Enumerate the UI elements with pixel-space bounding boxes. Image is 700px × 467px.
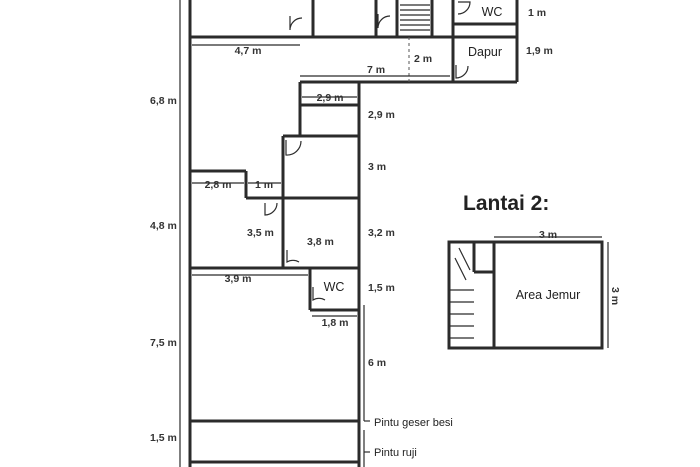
dim-3-9m: 3,9 m [225,273,252,285]
dim-3m: 3 m [368,161,386,173]
floor2-dim-3m-h: 3 m [539,229,557,241]
dim-1m: 1 m [255,179,273,191]
room-label-wc-mid: WC [324,280,345,294]
floor2-title: Lantai 2: [463,192,549,215]
dimension-lines [179,0,450,467]
dim-2-9m-v: 2,9 m [368,109,395,121]
dim-1-5m-v: 1,5 m [368,282,395,294]
dim-2m: 2 m [414,53,432,65]
door-swings-top [289,1,471,79]
room-label-area-jemur: Area Jemur [516,288,581,302]
room-label-dapur: Dapur [468,45,502,59]
dim-left-7-5m: 7,5 m [150,337,177,349]
dim-7m: 7 m [367,64,385,76]
dim-left-1-5m: 1,5 m [150,432,177,444]
dim-left-4-8m: 4,8 m [150,220,177,232]
dim-6m: 6 m [368,357,386,369]
dim-left-6-8m: 6,8 m [150,95,177,107]
dim-1-8m: 1,8 m [322,317,349,329]
dim-top-right-1m: 1 m [528,7,546,19]
dim-3-8m: 3,8 m [307,236,334,248]
stairs-top [400,4,430,31]
room-label-wc-top: WC [482,5,503,19]
dim-2-8m: 2,8 m [205,179,232,191]
floor2-plan [447,236,609,350]
dim-3-2m: 3,2 m [368,227,395,239]
dim-3-5m: 3,5 m [247,227,274,239]
door-swings-mid [264,140,326,302]
dim-dapur-1-9m: 1,9 m [526,45,553,57]
annot-pintu-geser: Pintu geser besi [374,417,453,429]
inner-walls [190,82,359,464]
dim-2-9m-h: 2,9 m [317,92,344,104]
annot-pintu-ruji: Pintu ruji [374,447,417,459]
floor2-dim-3m-v: 3 m [609,287,621,305]
dim-4-7m: 4,7 m [235,45,262,57]
